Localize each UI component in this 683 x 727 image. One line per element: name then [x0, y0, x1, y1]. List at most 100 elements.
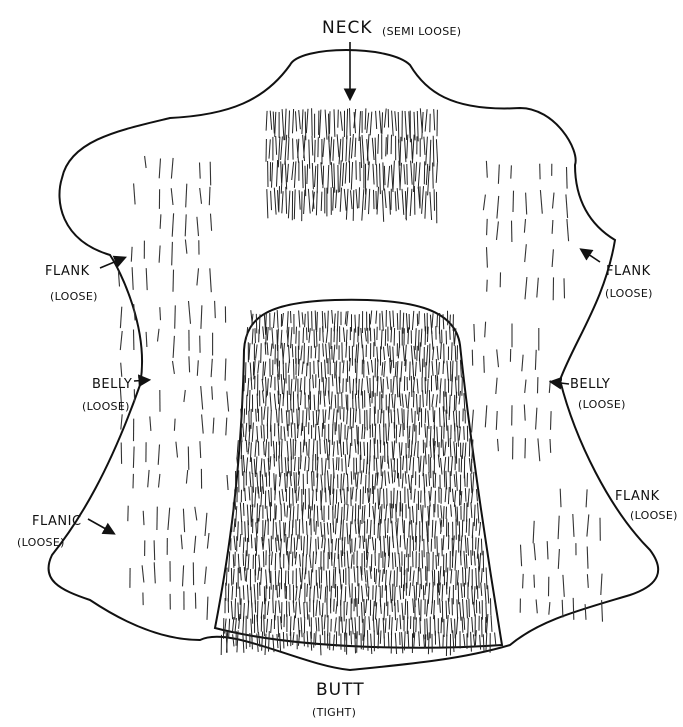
hatch-stroke	[339, 139, 341, 165]
hatch-stroke	[402, 394, 403, 408]
hatch-stroke	[471, 632, 472, 652]
hatch-stroke	[416, 536, 417, 550]
hatch-stroke	[413, 457, 414, 478]
hatch-stroke	[278, 423, 279, 445]
hatch-stroke	[464, 551, 465, 569]
hatch-stroke	[308, 346, 309, 366]
hatch-stroke	[485, 322, 486, 338]
hatch-stroke	[256, 457, 257, 475]
hatch-stroke	[474, 551, 475, 566]
hatch-stroke	[323, 409, 324, 429]
hatch-stroke	[321, 506, 322, 521]
hatch-stroke	[301, 423, 302, 436]
hatch-stroke	[397, 567, 398, 587]
hatch-stroke	[340, 423, 341, 443]
hatch-stroke	[586, 489, 587, 507]
hatch-stroke	[396, 490, 397, 512]
hatch-stroke	[425, 109, 427, 131]
hatch-stroke	[371, 360, 372, 373]
hatch-stroke	[427, 599, 429, 616]
hatch-stroke	[429, 359, 430, 379]
hatch-stroke	[211, 214, 212, 231]
hatch-stroke	[430, 487, 431, 501]
hatch-stroke	[257, 426, 258, 442]
hatch-stroke	[483, 195, 485, 211]
hatch-stroke	[387, 135, 388, 155]
hatch-stroke	[441, 458, 443, 475]
hatch-stroke	[330, 474, 331, 495]
hatch-stroke	[400, 615, 401, 629]
hatch-stroke	[564, 278, 565, 298]
hatch-stroke	[422, 112, 423, 139]
hatch-stroke	[355, 394, 356, 411]
hatch-stroke	[402, 408, 403, 423]
hatch-stroke	[443, 439, 444, 456]
hatch-stroke	[271, 375, 272, 388]
hatch-stroke	[314, 504, 315, 520]
hatch-stroke	[275, 112, 276, 137]
hatch-stroke	[142, 565, 144, 582]
hatch-stroke	[435, 473, 436, 488]
hatch-stroke	[359, 111, 361, 141]
hatch-stroke	[296, 586, 297, 600]
hatch-stroke	[389, 394, 390, 413]
hatch-stroke	[551, 411, 552, 430]
hatch-stroke	[412, 506, 413, 523]
hatch-stroke	[246, 457, 247, 472]
belly-right-label: BELLY	[570, 377, 610, 392]
hatch-stroke	[336, 361, 337, 376]
hatch-stroke	[262, 379, 263, 391]
hatch-stroke	[384, 347, 385, 360]
hatch-stroke	[467, 600, 468, 619]
hatch-stroke	[334, 599, 335, 612]
hatch-stroke	[256, 314, 257, 334]
hatch-stroke	[286, 534, 287, 555]
hatch-stroke	[343, 327, 344, 342]
hatch-stroke	[393, 488, 394, 509]
hatch-stroke	[420, 617, 421, 633]
hatch-stroke	[337, 134, 339, 157]
hatch-stroke	[249, 343, 250, 360]
hatch-stroke	[418, 330, 419, 351]
hatch-stroke	[316, 521, 317, 535]
hatch-stroke	[454, 474, 455, 487]
hatch-stroke	[402, 473, 403, 488]
hatch-stroke	[186, 470, 187, 484]
hatch-stroke	[232, 586, 233, 600]
hatch-stroke	[480, 635, 481, 650]
hatch-stroke	[257, 503, 258, 523]
hatch-stroke	[326, 330, 327, 343]
hatch-stroke	[474, 505, 475, 526]
hatch-stroke	[337, 329, 338, 350]
hatch-stroke	[376, 458, 377, 479]
hatch-stroke	[498, 165, 499, 184]
hatch-stroke	[341, 550, 342, 567]
hatch-stroke	[350, 521, 351, 541]
hatch-stroke	[319, 426, 320, 441]
hatch-stroke	[385, 618, 386, 633]
hatch-stroke	[428, 411, 429, 429]
hatch-stroke	[437, 427, 438, 448]
hatch-stroke	[454, 442, 455, 458]
hatch-stroke	[412, 311, 413, 330]
hatch-stroke	[275, 570, 276, 590]
hatch-stroke	[278, 190, 279, 211]
hatch-stroke	[251, 457, 252, 473]
hatch-stroke	[405, 111, 407, 140]
hatch-stroke	[312, 311, 313, 331]
hatch-stroke	[473, 634, 474, 646]
hatch-stroke	[386, 424, 387, 444]
hatch-stroke	[426, 137, 428, 166]
hatch-stroke	[319, 110, 321, 138]
hatch-stroke	[252, 329, 253, 345]
hatch-stroke	[330, 111, 331, 134]
flank-left-upper-note: (LOOSE)	[50, 290, 98, 303]
hatch-stroke	[270, 392, 271, 411]
hatch-stroke	[248, 378, 249, 396]
hatch-stroke	[549, 602, 550, 615]
hatch-stroke	[248, 442, 249, 454]
hatch-stroke	[466, 554, 467, 568]
hatch-stroke	[388, 166, 390, 188]
hatch-stroke	[361, 602, 362, 623]
hatch-stroke	[258, 518, 259, 533]
